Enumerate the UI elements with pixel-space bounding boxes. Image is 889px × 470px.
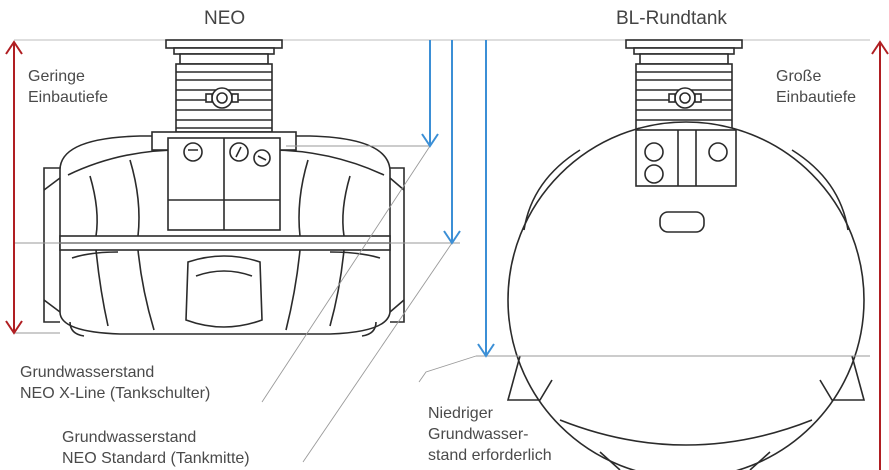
- depth-arrow-rundtank: [871, 40, 889, 470]
- label-niedrig-line3: stand erforderlich: [428, 447, 552, 464]
- label-grosse-line2: Einbautiefe: [776, 89, 857, 106]
- label-niedrig-line1: Niedriger: [428, 405, 493, 422]
- label-grundwasser-standard: Grundwasserstand NEO Standard (Tankmitte…: [62, 427, 250, 469]
- label-xline-line2: NEO X-Line (Tankschulter): [20, 385, 211, 402]
- bl-rundtank-drawing: [506, 39, 866, 470]
- label-geringe-einbautiefe: Geringe Einbautiefe: [28, 66, 108, 108]
- label-niedriger-grundwasserstand: Niedriger Grundwasser- stand erforderlic…: [428, 403, 552, 466]
- title-bl-rundtank: BL-Rundtank: [616, 8, 727, 29]
- label-grosse-einbautiefe: Große Einbautiefe: [776, 66, 856, 108]
- label-geringe-line2: Einbautiefe: [28, 89, 109, 106]
- water-arrow-standard: [443, 40, 461, 245]
- label-standard-line2: NEO Standard (Tankmitte): [62, 450, 250, 467]
- title-neo: NEO: [204, 8, 246, 29]
- guide-lines: [14, 145, 870, 463]
- label-standard-line1: Grundwasserstand: [62, 429, 197, 446]
- label-grosse-line1: Große: [776, 68, 822, 85]
- water-arrow-niedrig: [477, 40, 495, 358]
- label-grundwasser-xline: Grundwasserstand NEO X-Line (Tankschulte…: [20, 362, 210, 404]
- label-niedrig-line2: Grundwasser-: [428, 426, 529, 443]
- label-xline-line1: Grundwasserstand: [20, 364, 155, 381]
- label-geringe-line1: Geringe: [28, 68, 85, 85]
- depth-arrow-neo: [5, 40, 23, 335]
- water-arrow-xline: [421, 40, 439, 148]
